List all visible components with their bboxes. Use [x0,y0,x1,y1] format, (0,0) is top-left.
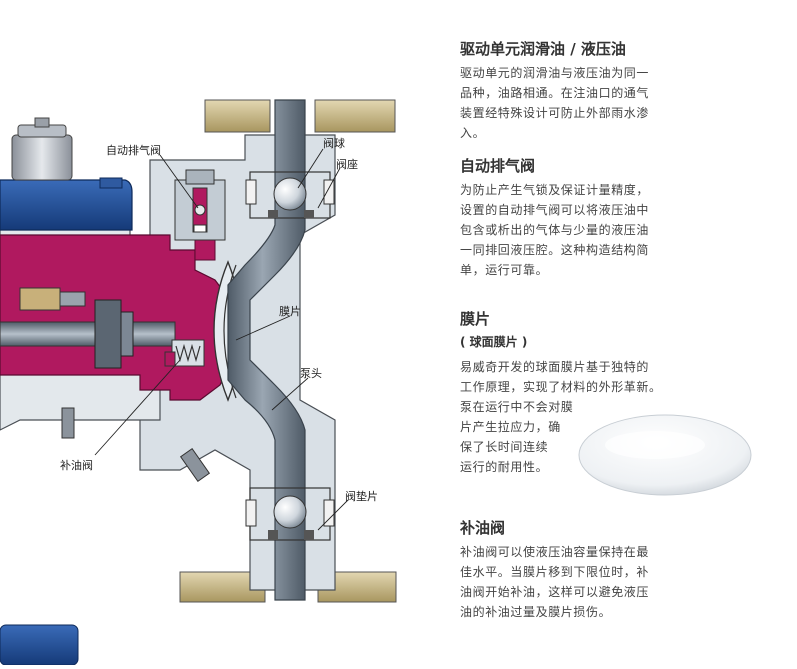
section-title-auto-vent: 自动排气阀 [460,157,536,175]
text-line: 装置经特殊设计可防止外部雨水渗 [460,106,650,120]
text-line: 油的补油过量及膜片损伤。 [460,605,612,619]
process-flow-channel [227,99,306,601]
description-panel: 驱动单元润滑油 / 液压油 驱动单元的润滑油与液压油为同一 品种，油路相通。在注… [460,0,790,665]
text-line: 泵在运行中不会对膜 [460,400,574,414]
text-line: 片产生拉应力，确 [460,420,561,434]
section-subtitle-membrane: ( 球面膜片 ) [460,335,528,349]
label-valve-gasket: 阀垫片 [345,490,378,503]
top-flange [204,99,396,133]
text-line: 运行的耐用性。 [460,460,549,474]
section-body-auto-vent: 为防止产生气锁及保证计量精度， 设置的自动排气阀可以将液压油中 包含或析出的气体… [460,180,649,280]
plunger [0,287,176,369]
text-line: 驱动单元的润滑油与液压油为同一 [460,66,650,80]
label-membrane: 膜片 [279,305,301,318]
text-line: 设置的自动排气阀可以将液压油中 [460,203,650,217]
text-line: 入。 [460,126,486,140]
pump-cutaway-diagram: 自动排气阀 阀球 阀座 膜片 泵头 补油阀 阀垫片 [0,99,397,666]
auto-vent-valve [174,169,226,241]
label-pump-head: 泵头 [300,367,322,380]
text-line: 佳水平。当膜片移到下限位时，补 [460,565,650,579]
label-valve-seat: 阀座 [336,158,358,171]
text-line: 一同排回液压腔。这种构造结构简 [460,243,650,257]
valve-ball-lower [273,495,307,529]
section-body-membrane: 易威奇开发的球面膜片基于独特的 工作原理，实现了材料的外形革新。 泵在运行中不会… [460,357,662,477]
label-valve-ball: 阀球 [323,137,345,150]
lower-check-valve [245,487,335,541]
text-line: 保了长时间连续 [460,440,549,454]
section-title-drive-oil: 驱动单元润滑油 / 液压油 [460,40,626,58]
drive-oil-cap [11,117,73,181]
label-auto-vent: 自动排气阀 [106,144,161,157]
upper-check-valve [245,171,335,219]
text-line: 品种，油路相通。在注油口的通气 [460,86,650,100]
section-body-refill-valve: 补油阀可以使液压油容量保持在最 佳水平。当膜片移到下限位时，补 油阀开始补油，这… [460,542,649,622]
drive-casing-rib [99,177,123,189]
refill-valve [164,339,205,367]
valve-ball-upper [273,177,307,211]
housing-bolts [61,407,211,482]
text-line: 易威奇开发的球面膜片基于独特的 [460,360,650,374]
text-line: 包含或析出的气体与少量的液压油 [460,223,650,237]
section-title-refill-valve: 补油阀 [460,519,506,537]
text-line: 单，运行可靠。 [460,263,549,277]
text-line: 油阀开始补油，这样可以避免液压 [460,585,650,599]
section-body-drive-oil: 驱动单元的润滑油与液压油为同一 品种，油路相通。在注油口的通气 装置经特殊设计可… [460,63,649,143]
label-refill-valve: 补油阀 [60,459,93,472]
drive-casing [0,179,133,231]
text-line: 工作原理，实现了材料的外形革新。 [460,380,662,394]
next-unit-corner [0,624,79,666]
pump-cutaway-illustration [0,99,397,666]
text-line: 补油阀可以使液压油容量保持在最 [460,545,650,559]
text-line: 为防止产生气锁及保证计量精度， [460,183,650,197]
section-title-membrane: 膜片 [460,310,491,328]
membrane-photo [578,414,752,496]
leader-lines [94,148,349,531]
